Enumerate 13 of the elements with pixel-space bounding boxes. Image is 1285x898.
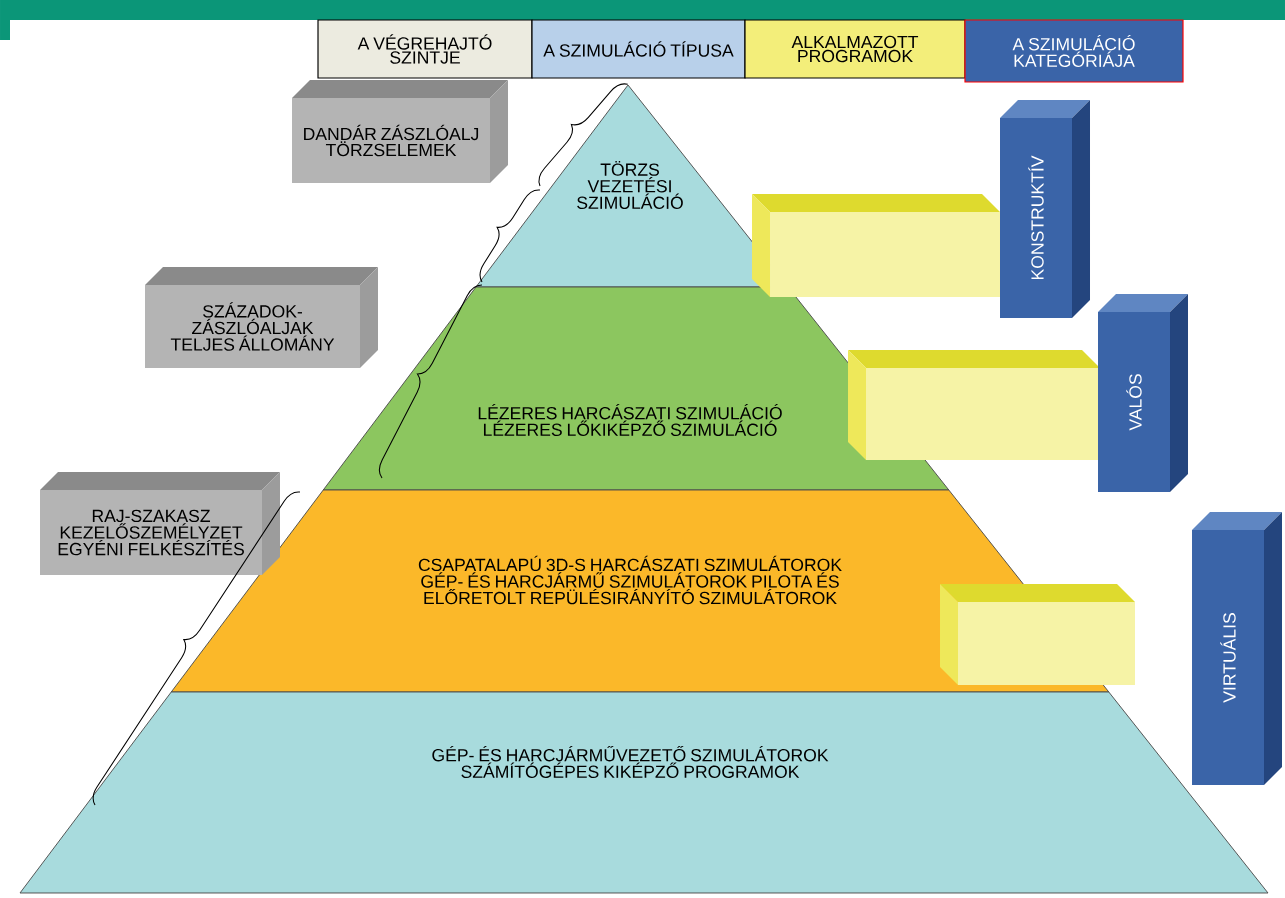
level-box: SZÁZADOK- ZÁSZLÓALJAK TELJES ÁLLOMÁNY [145, 267, 378, 368]
category-bar: VALÓS [1098, 294, 1188, 492]
program-box [752, 194, 1000, 297]
category-bar: VIRTUÁLIS [1192, 512, 1282, 785]
program-box [848, 350, 1100, 460]
header-box: A VÉGREHAJTÓ SZINTJE [317, 19, 533, 79]
category-bar: KONSTRUKTÍV [1000, 100, 1090, 318]
header-box: A SZIMULÁCIÓ TÍPUSA [531, 19, 746, 79]
program-box [940, 584, 1135, 685]
header-box: ALKALMAZOTT PROGRAMOK [744, 19, 966, 79]
level-box: DANDÁR ZÁSZLÓALJ TÖRZSELEMEK [292, 80, 508, 183]
level-box: RAJ-SZAKASZ KEZELŐSZEMÉLYZET EGYÉNI FELKÉSZÍTÉS [40, 472, 280, 575]
header-box: A SZIMULÁCIÓ KATEGÓRIÁJA [964, 19, 1184, 83]
